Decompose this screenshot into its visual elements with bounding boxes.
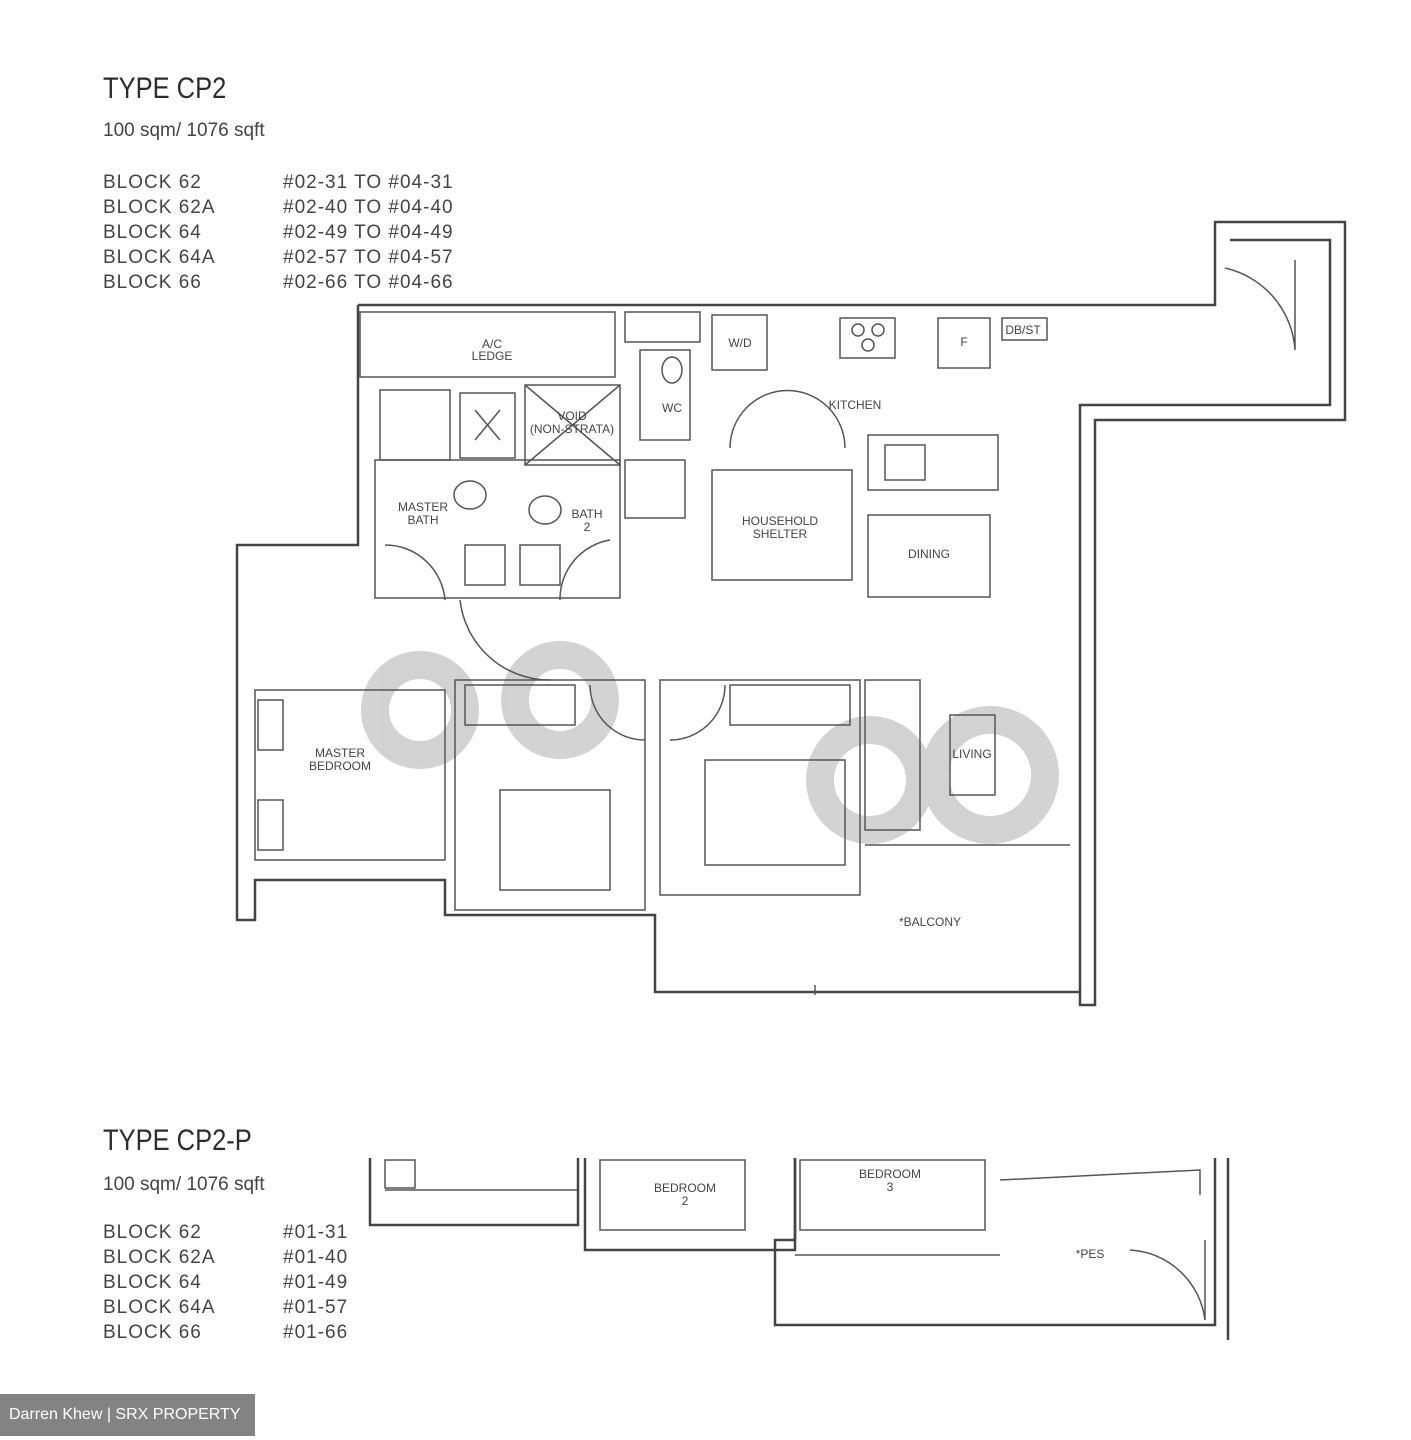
pes-door-icon: [1129, 1240, 1206, 1321]
label-balcony: *BALCONY: [899, 915, 961, 929]
cp2-block: BLOCK 64A: [103, 247, 216, 268]
label-master-bath: MASTER: [398, 500, 448, 514]
wardrobe: [379, 389, 451, 461]
dining-table: [867, 514, 991, 598]
master-door-icon: [459, 599, 551, 681]
label-void: VOID: [557, 409, 587, 423]
bed: [704, 759, 846, 866]
cp2p-block: BLOCK 66: [103, 1322, 202, 1343]
label-master-bath: BATH: [407, 513, 438, 527]
cp2p-plan: BEDROOM 2 BEDROOM 3 *PES: [368, 1158, 1230, 1340]
cp2-range: #02-49 TO #04-49: [283, 222, 454, 243]
master-bedroom: [254, 689, 446, 861]
bathrooms: [374, 459, 621, 599]
bedroom-2: [599, 1159, 746, 1231]
bed: [499, 789, 611, 891]
cp2p-block: BLOCK 62A: [103, 1247, 216, 1268]
cp2-block: BLOCK 62A: [103, 197, 216, 218]
shower: [459, 392, 516, 459]
cp2p-range: #01-40: [283, 1247, 349, 1268]
tv-console: [949, 714, 996, 796]
label-bedroom-2: BEDROOM: [654, 1181, 716, 1195]
wardrobe: [464, 684, 576, 726]
bath-door-icons: [384, 539, 611, 601]
cp2-block: BLOCK 64: [103, 222, 202, 243]
toilet-icon: [528, 495, 562, 525]
label-household-shelter: SHELTER: [753, 527, 808, 541]
label-master-bedroom: MASTER: [315, 746, 365, 760]
shower: [624, 311, 701, 343]
label-bedroom-3: 3: [887, 1180, 894, 1194]
cp2-range: #02-57 TO #04-57: [283, 247, 454, 268]
bedroom-3: [659, 679, 861, 896]
wardrobe: [729, 684, 851, 726]
cp2-area: 100 sqm/ 1076 sqft: [103, 120, 265, 141]
label-bedroom-2: 2: [682, 1194, 689, 1208]
label-fridge: F: [960, 335, 967, 349]
label-wd: W/D: [728, 336, 752, 350]
label-ac-ledge: LEDGE: [472, 349, 513, 363]
cp2-title: TYPE CP2: [103, 72, 227, 105]
outer-wall: [235, 220, 1347, 1007]
label-bath-2: 2: [584, 520, 591, 534]
sofa: [864, 679, 921, 831]
bedroom-2: [454, 679, 646, 911]
label-kitchen: KITCHEN: [829, 398, 882, 412]
household-shelter: [711, 469, 853, 581]
kitchen-sink-counter: [867, 434, 999, 491]
fridge: [937, 317, 991, 369]
label-dining: DINING: [908, 547, 950, 561]
bath2-shower: [624, 459, 686, 519]
label-wc: WC: [662, 401, 682, 415]
entrance-door-icon: [1224, 260, 1296, 351]
label-living: LIVING: [952, 747, 991, 761]
label-pes: *PES: [1076, 1247, 1105, 1261]
label-db-st: DB/ST: [1005, 323, 1041, 337]
watermark-logo: [361, 641, 1059, 844]
outer-wall-inner: [1078, 238, 1332, 992]
cp2p-block: BLOCK 64: [103, 1272, 202, 1293]
kitchen-door-icon: [729, 389, 846, 449]
label-master-bedroom: BEDROOM: [309, 759, 371, 773]
basin-icon: [519, 544, 561, 586]
label-bath-2: BATH: [571, 507, 602, 521]
cp2p-range: #01-49: [283, 1272, 349, 1293]
washer-dryer: [711, 314, 768, 371]
bedroom-door-icons: [589, 684, 726, 741]
cp2p-block: BLOCK 64A: [103, 1297, 216, 1318]
cp2p-range: #01-31: [283, 1222, 349, 1243]
label-ac-ledge: A/C: [482, 337, 502, 351]
cp2-block: BLOCK 62: [103, 172, 202, 193]
ac-ledge: [359, 311, 616, 378]
bedroom-3: [799, 1159, 986, 1231]
cp2-range: #02-40 TO #04-40: [283, 197, 454, 218]
hob-icon: [839, 317, 896, 359]
cp2p-range: #01-57: [283, 1297, 349, 1318]
label-household-shelter: HOUSEHOLD: [742, 514, 818, 528]
watermark-banner: Darren Khew | SRX PROPERTY: [0, 1394, 255, 1436]
cp2-block: BLOCK 66: [103, 272, 202, 293]
basin-icon: [464, 544, 506, 586]
wc-room: [639, 349, 691, 441]
toilet-icon: [661, 356, 683, 384]
cp2p-range: #01-66: [283, 1322, 349, 1343]
cp2-range: #02-66 TO #04-66: [283, 272, 454, 293]
label-bedroom-3: BEDROOM: [859, 1167, 921, 1181]
cp2p-area: 100 sqm/ 1076 sqft: [103, 1174, 265, 1195]
cp2-plan: A/C LEDGE VOID (NON-STRATA) WC W/D F DB/…: [235, 220, 1347, 1007]
cp2p-block: BLOCK 62: [103, 1222, 202, 1243]
toilet-icon: [453, 480, 487, 510]
void: [524, 384, 621, 466]
cp2p-title: TYPE CP2-P: [103, 1124, 252, 1157]
db-st: [1001, 317, 1048, 341]
label-void: (NON-STRATA): [530, 422, 614, 436]
cp2-range: #02-31 TO #04-31: [283, 172, 454, 193]
